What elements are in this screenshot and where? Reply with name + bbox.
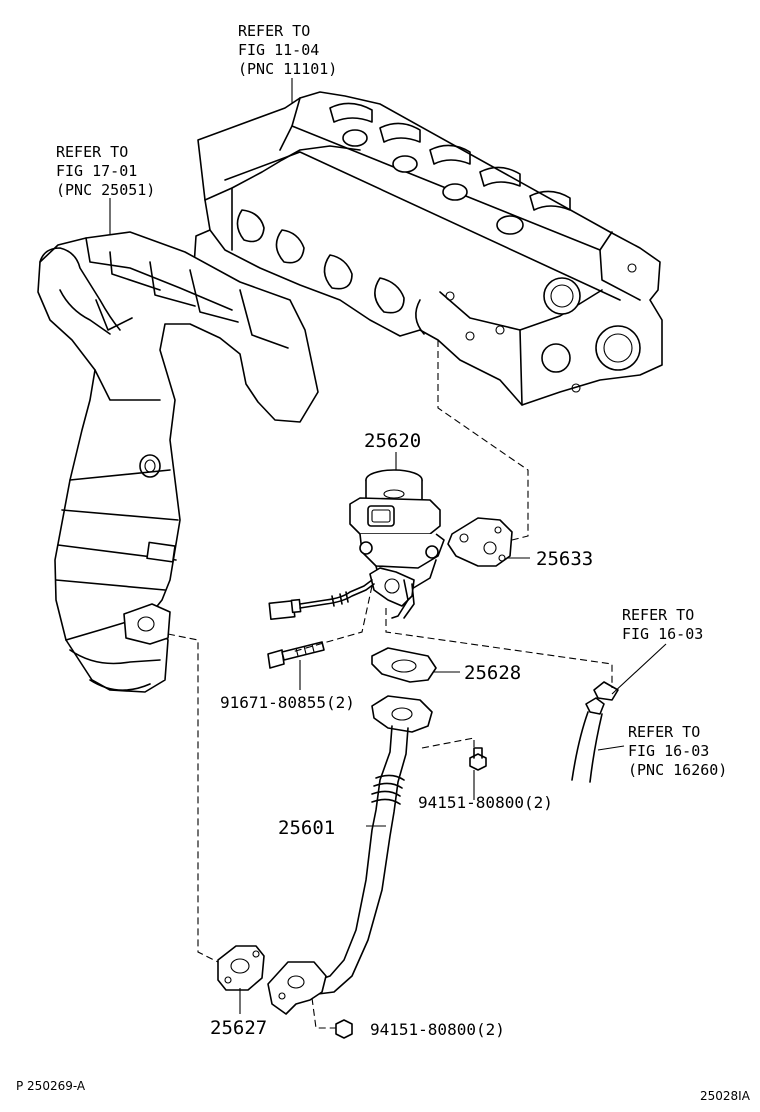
gasket-25627-illustration <box>217 945 265 991</box>
reference-exhaust-manifold: REFER TO FIG 17-01 (PNC 25051) <box>56 143 155 199</box>
hose-illustration <box>571 681 619 783</box>
ref-hose-line1: REFER TO <box>628 723 700 741</box>
ref-cylinder-head-line3: (PNC 11101) <box>238 60 337 78</box>
part-number-egr-pipe: 25601 <box>278 817 335 839</box>
ref-fig16-line1: REFER TO <box>622 606 694 624</box>
ref-hose-line3: (PNC 16260) <box>628 761 727 779</box>
part-number-egr-gasket-manifold: 25627 <box>210 1017 267 1039</box>
footer-right-code: 25028IA <box>700 1089 751 1103</box>
part-number-bolt: 91671-80855(2) <box>220 693 355 712</box>
part-number-nut-lower: 94151-80800(2) <box>370 1020 505 1039</box>
reference-cylinder-head: REFER TO FIG 11-04 (PNC 11101) <box>238 22 337 78</box>
ref-exhaust-manifold-line2: FIG 17-01 <box>56 162 137 180</box>
egr-valve-illustration <box>268 469 445 621</box>
ref-exhaust-manifold-line3: (PNC 25051) <box>56 181 155 199</box>
part-number-egr-gasket-valve: 25628 <box>464 662 521 684</box>
gasket-25633-illustration <box>447 517 513 567</box>
leader-lines <box>109 78 667 1014</box>
nut-upper-illustration <box>469 747 487 771</box>
cylinder-head-illustration <box>193 91 663 406</box>
dashed-reference-lines <box>167 340 613 1029</box>
exhaust-manifold-illustration <box>37 231 319 693</box>
nut-lower-illustration <box>335 1019 353 1039</box>
ref-cylinder-head-line2: FIG 11-04 <box>238 41 319 59</box>
ref-exhaust-manifold-line1: REFER TO <box>56 143 128 161</box>
reference-hose: REFER TO FIG 16-03 (PNC 16260) <box>628 723 727 779</box>
gasket-25628-illustration <box>371 647 437 683</box>
egr-pipe-illustration <box>267 695 433 1015</box>
footer-left-code: P 250269-A <box>16 1079 86 1093</box>
bolt-illustration <box>267 641 325 669</box>
part-number-egr-valve: 25620 <box>364 430 421 452</box>
part-number-egr-gasket-head: 25633 <box>536 548 593 570</box>
part-number-nut-upper: 94151-80800(2) <box>418 793 553 812</box>
reference-fig-16-03: REFER TO FIG 16-03 <box>622 606 703 643</box>
ref-fig16-line2: FIG 16-03 <box>622 625 703 643</box>
ref-hose-line2: FIG 16-03 <box>628 742 709 760</box>
ref-cylinder-head-line1: REFER TO <box>238 22 310 40</box>
